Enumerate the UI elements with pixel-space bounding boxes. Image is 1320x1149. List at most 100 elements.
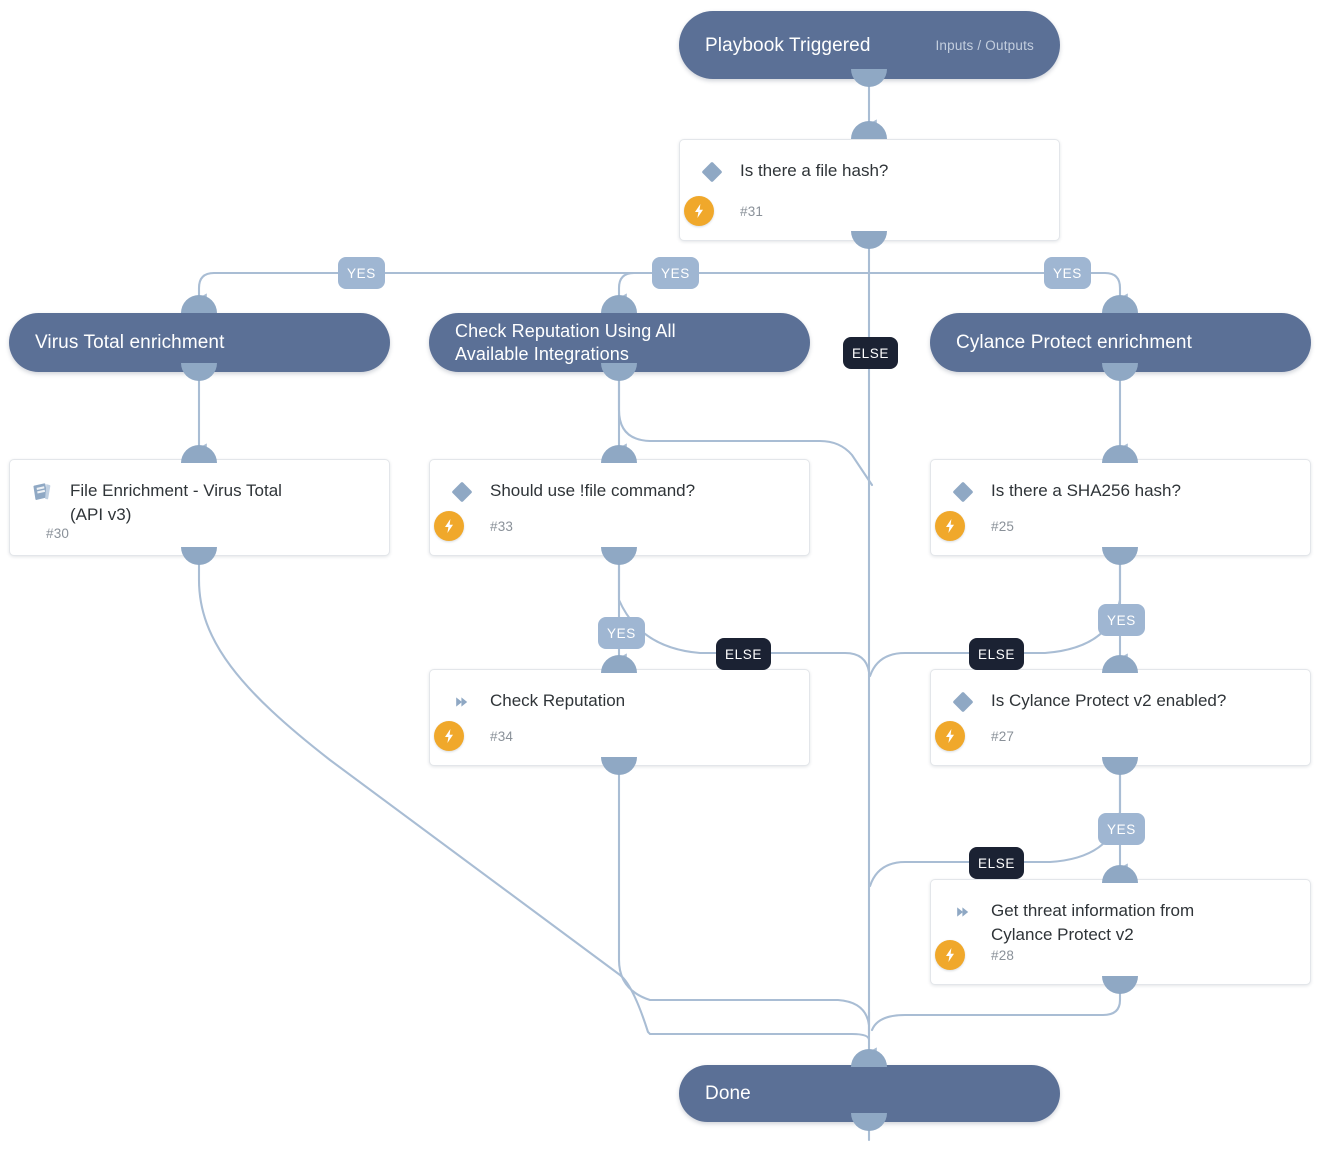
task-number: #28 [991, 947, 1015, 963]
port-out-virus-total[interactable] [181, 363, 217, 381]
port-in-33[interactable] [601, 445, 637, 463]
card-footer: #27 [931, 721, 1030, 751]
branch-label-yes-27[interactable]: YES [1098, 813, 1145, 845]
badge-text: ELSE [852, 345, 889, 361]
port-in-30[interactable] [181, 445, 217, 463]
node-title: Cylance Protect enrichment [956, 332, 1192, 353]
branch-label-yes-virus-total[interactable]: YES [338, 257, 385, 289]
port-out-cylance-section[interactable] [1102, 363, 1138, 381]
port-out-28[interactable] [1102, 976, 1138, 994]
node-check-reputation-using-all-available-integrations[interactable]: Check Reputation Using All Available Int… [429, 313, 810, 372]
node-title: Get threat information from Cylance Prot… [991, 901, 1195, 944]
port-out-30[interactable] [181, 547, 217, 565]
branch-label-yes-25[interactable]: YES [1098, 604, 1145, 636]
card-footer: #28 [931, 940, 1030, 970]
port-out-33[interactable] [601, 547, 637, 565]
playbook-book-icon [28, 478, 56, 506]
branch-label-else-33[interactable]: ELSE [716, 638, 771, 670]
node-is-there-a-file-hash[interactable]: Is there a file hash? #31 [679, 139, 1060, 241]
badge-text: ELSE [725, 646, 762, 662]
node-title: Playbook Triggered [705, 34, 871, 56]
node-cylance-protect-enrichment[interactable]: Cylance Protect enrichment [930, 313, 1311, 372]
card-footer: #34 [430, 721, 529, 751]
port-in-28[interactable] [1102, 865, 1138, 883]
port-out-34[interactable] [601, 757, 637, 775]
branch-label-else-31[interactable]: ELSE [843, 337, 898, 369]
wire-30-to-done [197, 554, 871, 1042]
badge-text: YES [1107, 612, 1136, 628]
badge-text: YES [661, 265, 690, 281]
card-footer: #31 [680, 196, 779, 226]
branch-label-yes-check-reputation[interactable]: YES [652, 257, 699, 289]
port-out-start[interactable] [851, 69, 887, 87]
badge-text: YES [607, 625, 636, 641]
node-title: Should use !file command? [490, 481, 696, 500]
task-number: #27 [991, 728, 1015, 744]
node-virus-total-enrichment[interactable]: Virus Total enrichment [9, 313, 390, 372]
port-out-27[interactable] [1102, 757, 1138, 775]
port-in-31[interactable] [851, 121, 887, 139]
badge-text: ELSE [978, 855, 1015, 871]
lightning-bolt-icon [684, 196, 714, 226]
task-number: #34 [490, 728, 514, 744]
node-done[interactable]: Done [679, 1065, 1060, 1122]
node-file-enrichment-virus-total[interactable]: File Enrichment - Virus Total (API v3) #… [9, 459, 390, 556]
node-check-reputation[interactable]: Check Reputation #34 [429, 669, 810, 766]
port-out-25[interactable] [1102, 547, 1138, 565]
node-title: Is there a SHA256 hash? [991, 481, 1181, 500]
port-in-virus-total[interactable] [181, 295, 217, 313]
node-title: Virus Total enrichment [35, 332, 225, 353]
branch-label-yes-33[interactable]: YES [598, 617, 645, 649]
condition-diamond-icon [949, 478, 977, 506]
badge-text: YES [1107, 821, 1136, 837]
card-footer: #25 [931, 511, 1030, 541]
inputs-outputs-label: Inputs / Outputs [935, 37, 1034, 53]
card-header: File Enrichment - Virus Total (API v3) [10, 460, 389, 527]
node-playbook-triggered[interactable]: Playbook Triggered Inputs / Outputs [679, 11, 1060, 79]
card-footer: #33 [430, 511, 529, 541]
condition-diamond-icon [448, 478, 476, 506]
card-header: Get threat information from Cylance Prot… [931, 880, 1310, 947]
lightning-bolt-icon [935, 721, 965, 751]
node-title: Is Cylance Protect v2 enabled? [991, 691, 1227, 710]
port-out-check-reputation-section[interactable] [601, 363, 637, 381]
node-title: Check Reputation [490, 691, 626, 710]
wire-31-yes-vt [197, 271, 871, 304]
node-get-threat-information-from-cylance-protect-v2[interactable]: Get threat information from Cylance Prot… [930, 879, 1311, 985]
card-header: Is there a file hash? [680, 140, 1059, 186]
badge-text: ELSE [978, 646, 1015, 662]
node-should-use-file-command[interactable]: Should use !file command? #33 [429, 459, 810, 556]
node-title: Check Reputation Using All Available Int… [455, 320, 676, 364]
task-number: #30 [46, 526, 70, 541]
branch-label-yes-cylance[interactable]: YES [1044, 257, 1091, 289]
port-in-done[interactable] [851, 1049, 887, 1067]
card-header: Should use !file command? [430, 460, 809, 506]
port-in-check-reputation-section[interactable] [601, 295, 637, 313]
node-is-cylance-protect-v2-enabled[interactable]: Is Cylance Protect v2 enabled? #27 [930, 669, 1311, 766]
port-in-25[interactable] [1102, 445, 1138, 463]
card-header: Is there a SHA256 hash? [931, 460, 1310, 506]
wire-28-to-done [870, 983, 1122, 1032]
task-number: #31 [740, 203, 764, 219]
port-in-cylance-section[interactable] [1102, 295, 1138, 313]
task-number: #25 [991, 518, 1015, 534]
port-out-31[interactable] [851, 231, 887, 249]
node-title: Is there a file hash? [740, 161, 889, 180]
node-title: File Enrichment - Virus Total (API v3) [70, 481, 282, 524]
port-in-27[interactable] [1102, 655, 1138, 673]
badge-text: YES [1053, 265, 1082, 281]
condition-diamond-icon [949, 688, 977, 716]
card-header: Check Reputation [430, 670, 809, 716]
lightning-bolt-icon [434, 721, 464, 751]
condition-diamond-icon [698, 158, 726, 186]
branch-label-else-25[interactable]: ELSE [969, 638, 1024, 670]
command-chevron-icon [448, 688, 476, 716]
port-out-done[interactable] [851, 1113, 887, 1131]
lightning-bolt-icon [434, 511, 464, 541]
task-number: #33 [490, 518, 514, 534]
port-in-34[interactable] [601, 655, 637, 673]
node-is-there-a-sha256-hash[interactable]: Is there a SHA256 hash? #25 [930, 459, 1311, 556]
branch-label-else-27[interactable]: ELSE [969, 847, 1024, 879]
node-title: Done [705, 1083, 751, 1104]
